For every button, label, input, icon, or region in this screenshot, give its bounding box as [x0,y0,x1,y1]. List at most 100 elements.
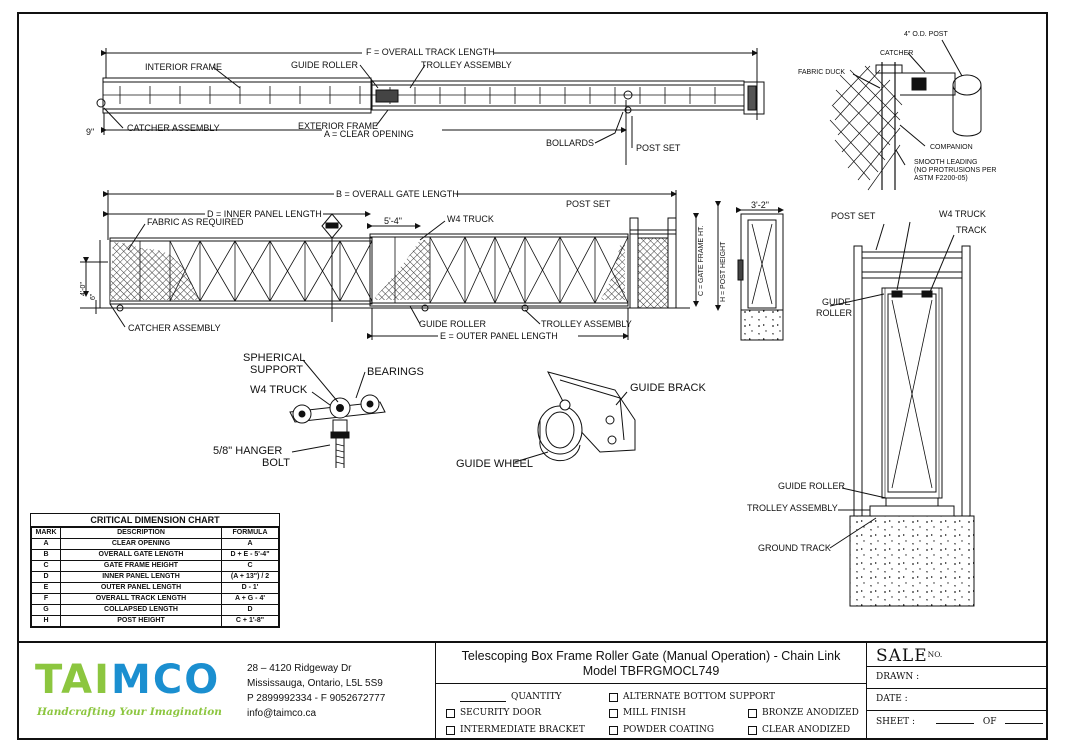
formula-cell: A [221,538,279,550]
smooth-line-2: (NO PROTRUSIONS PER [914,167,996,174]
quantity-field[interactable]: QUANTITY [460,692,562,702]
address-line-2: Mississauga, Ontario, L5L 5S9 [247,678,383,689]
mark-cell: F [31,593,61,605]
guide-roller-section-1: GUIDE [822,297,851,307]
sheet-total-field[interactable] [1005,715,1044,724]
truck-detail-labels: SPHERICAL SUPPORT BEARINGS W4 TRUCK 5/8"… [213,352,424,469]
checkbox[interactable] [609,708,618,718]
option-alternate-bottom[interactable]: ALTERNATE BOTTOM SUPPORT [609,692,775,702]
elevation-view [80,190,721,340]
clear-opening-label: A = CLEAR OPENING [324,129,414,139]
guide-wheel-detail [514,371,636,463]
guide-roller-section-2: ROLLER [816,308,853,318]
sheet-number-field[interactable] [935,715,974,724]
outer-panel-length-label: E = OUTER PANEL LENGTH [440,331,558,341]
gate-frame-ht-label: C = GATE FRAME HT. [698,225,705,296]
description-cell: INNER PANEL LENGTH [60,571,222,583]
table-header-row: MARK DESCRIPTION FORMULA [31,527,279,539]
overall-track-length-label: F = OVERALL TRACK LENGTH [366,47,495,57]
logo-text-green: TAIMCO [35,657,220,703]
checkbox[interactable] [748,725,757,735]
formula-cell: D + E - 5'-4" [221,549,279,561]
formula-cell: C + 1'-8" [221,615,279,627]
title-options-block: Telescoping Box Frame Roller Gate (Manua… [435,643,867,740]
email-line[interactable]: info@taimco.ca [247,708,317,719]
companion-label: COMPANION [930,144,973,151]
date-row[interactable]: DATE : [867,689,1046,711]
option-label: CLEAR ANODIZED [762,725,851,735]
option-label: SECURITY DOOR [460,708,542,718]
date-label: DATE : [876,694,908,704]
mark-cell: B [31,549,61,561]
company-address: 28 – 4120 Ridgeway Dr Mississauga, Ontar… [247,661,385,721]
option-label: MILL FINISH [623,708,686,718]
bollards-label: BOLLARDS [546,138,594,148]
checkbox[interactable] [446,708,455,718]
top-plan-labels: F = OVERALL TRACK LENGTH INTERIOR FRAME … [86,46,681,153]
option-mill-finish[interactable]: MILL FINISH [609,708,686,718]
overall-gate-length-label: B = OVERALL GATE LENGTH [336,189,459,199]
section-view-labels: POST SET W4 TRUCK TRACK GUIDE ROLLER GUI… [747,209,987,553]
col-mark: MARK [31,527,61,539]
w4-truck-label: W4 TRUCK [447,214,494,224]
option-intermediate-bracket[interactable]: INTERMEDIATE BRACKET [446,725,585,735]
option-clear-anodized[interactable]: CLEAR ANODIZED [748,725,850,735]
option-label: BRONZE ANODIZED [762,708,859,718]
option-security-door[interactable]: SECURITY DOOR [446,708,541,718]
description-cell: CLEAR OPENING [60,538,222,550]
quantity-underline[interactable] [460,692,506,702]
col-description: DESCRIPTION [60,527,222,539]
logo-tagline: Handcrafting Your Imagination [36,706,222,718]
dim-6-label: 6" [90,293,97,300]
phone-line: P 2899992334 - F 9052672777 [247,693,386,704]
mark-cell: E [31,582,61,594]
post-set-section-label: POST SET [831,211,876,221]
description-cell: OUTER PANEL LENGTH [60,582,222,594]
title-block: TAIMCO Handcrafting Your Imagination 28 … [19,641,1046,740]
sale-label: SALE [876,646,928,666]
sale-no-label: NO. [927,650,943,659]
section-view [829,221,975,607]
drawing-title: Telescoping Box Frame Roller Gate (Manua… [436,643,866,684]
hanger-label: 5/8" HANGER [213,445,282,457]
checkbox[interactable] [446,725,455,735]
checkbox[interactable] [609,725,618,735]
checkbox[interactable] [748,708,757,718]
trolley-assembly-elev-label: TROLLEY ASSEMBLY [541,319,632,329]
drawn-row[interactable]: DRAWN : [867,667,1046,689]
smooth-line-1: SMOOTH LEADING [914,159,977,166]
mark-cell: G [31,604,61,616]
dim-5-4-label: 5'-4" [384,216,402,226]
post-set-label: POST SET [636,143,681,153]
checkbox[interactable] [609,692,618,702]
option-label: INTERMEDIATE BRACKET [460,725,585,735]
sale-row: SALENO. [867,643,1046,667]
fabric-label: FABRIC AS REQUIRED [147,217,244,227]
of-label: OF [982,717,997,727]
option-powder-coating[interactable]: POWDER COATING [609,725,714,735]
smooth-line-3: ASTM F2200-05) [914,175,968,182]
option-bronze-anodized[interactable]: BRONZE ANODIZED [748,708,859,718]
catcher-label: CATCHER [880,50,913,57]
description-cell: OVERALL TRACK LENGTH [60,593,222,605]
track-label: TRACK [956,225,987,235]
sheet-row: SHEET : OF [867,711,1046,733]
catcher-assembly-elev-label: CATCHER ASSEMBLY [128,323,221,333]
description-cell: GATE FRAME HEIGHT [60,560,222,572]
interior-frame-label: INTERIOR FRAME [145,62,222,72]
support-label: SUPPORT [250,364,303,376]
bearings-label: BEARINGS [367,366,424,378]
mark-cell: C [31,560,61,572]
formula-cell: A + G - 4' [221,593,279,605]
bolt-label: BOLT [262,457,290,469]
drawing-border [17,12,1048,740]
elevation-labels: B = OVERALL GATE LENGTH D = INNER PANEL … [80,188,727,341]
exterior-frame-label: EXTERIOR FRAME [298,121,378,131]
formula-cell: D [221,604,279,616]
guide-roller-label: GUIDE ROLLER [291,60,359,70]
address-line-1: 28 – 4120 Ridgeway Dr [247,663,352,674]
end-section-view [736,207,784,341]
